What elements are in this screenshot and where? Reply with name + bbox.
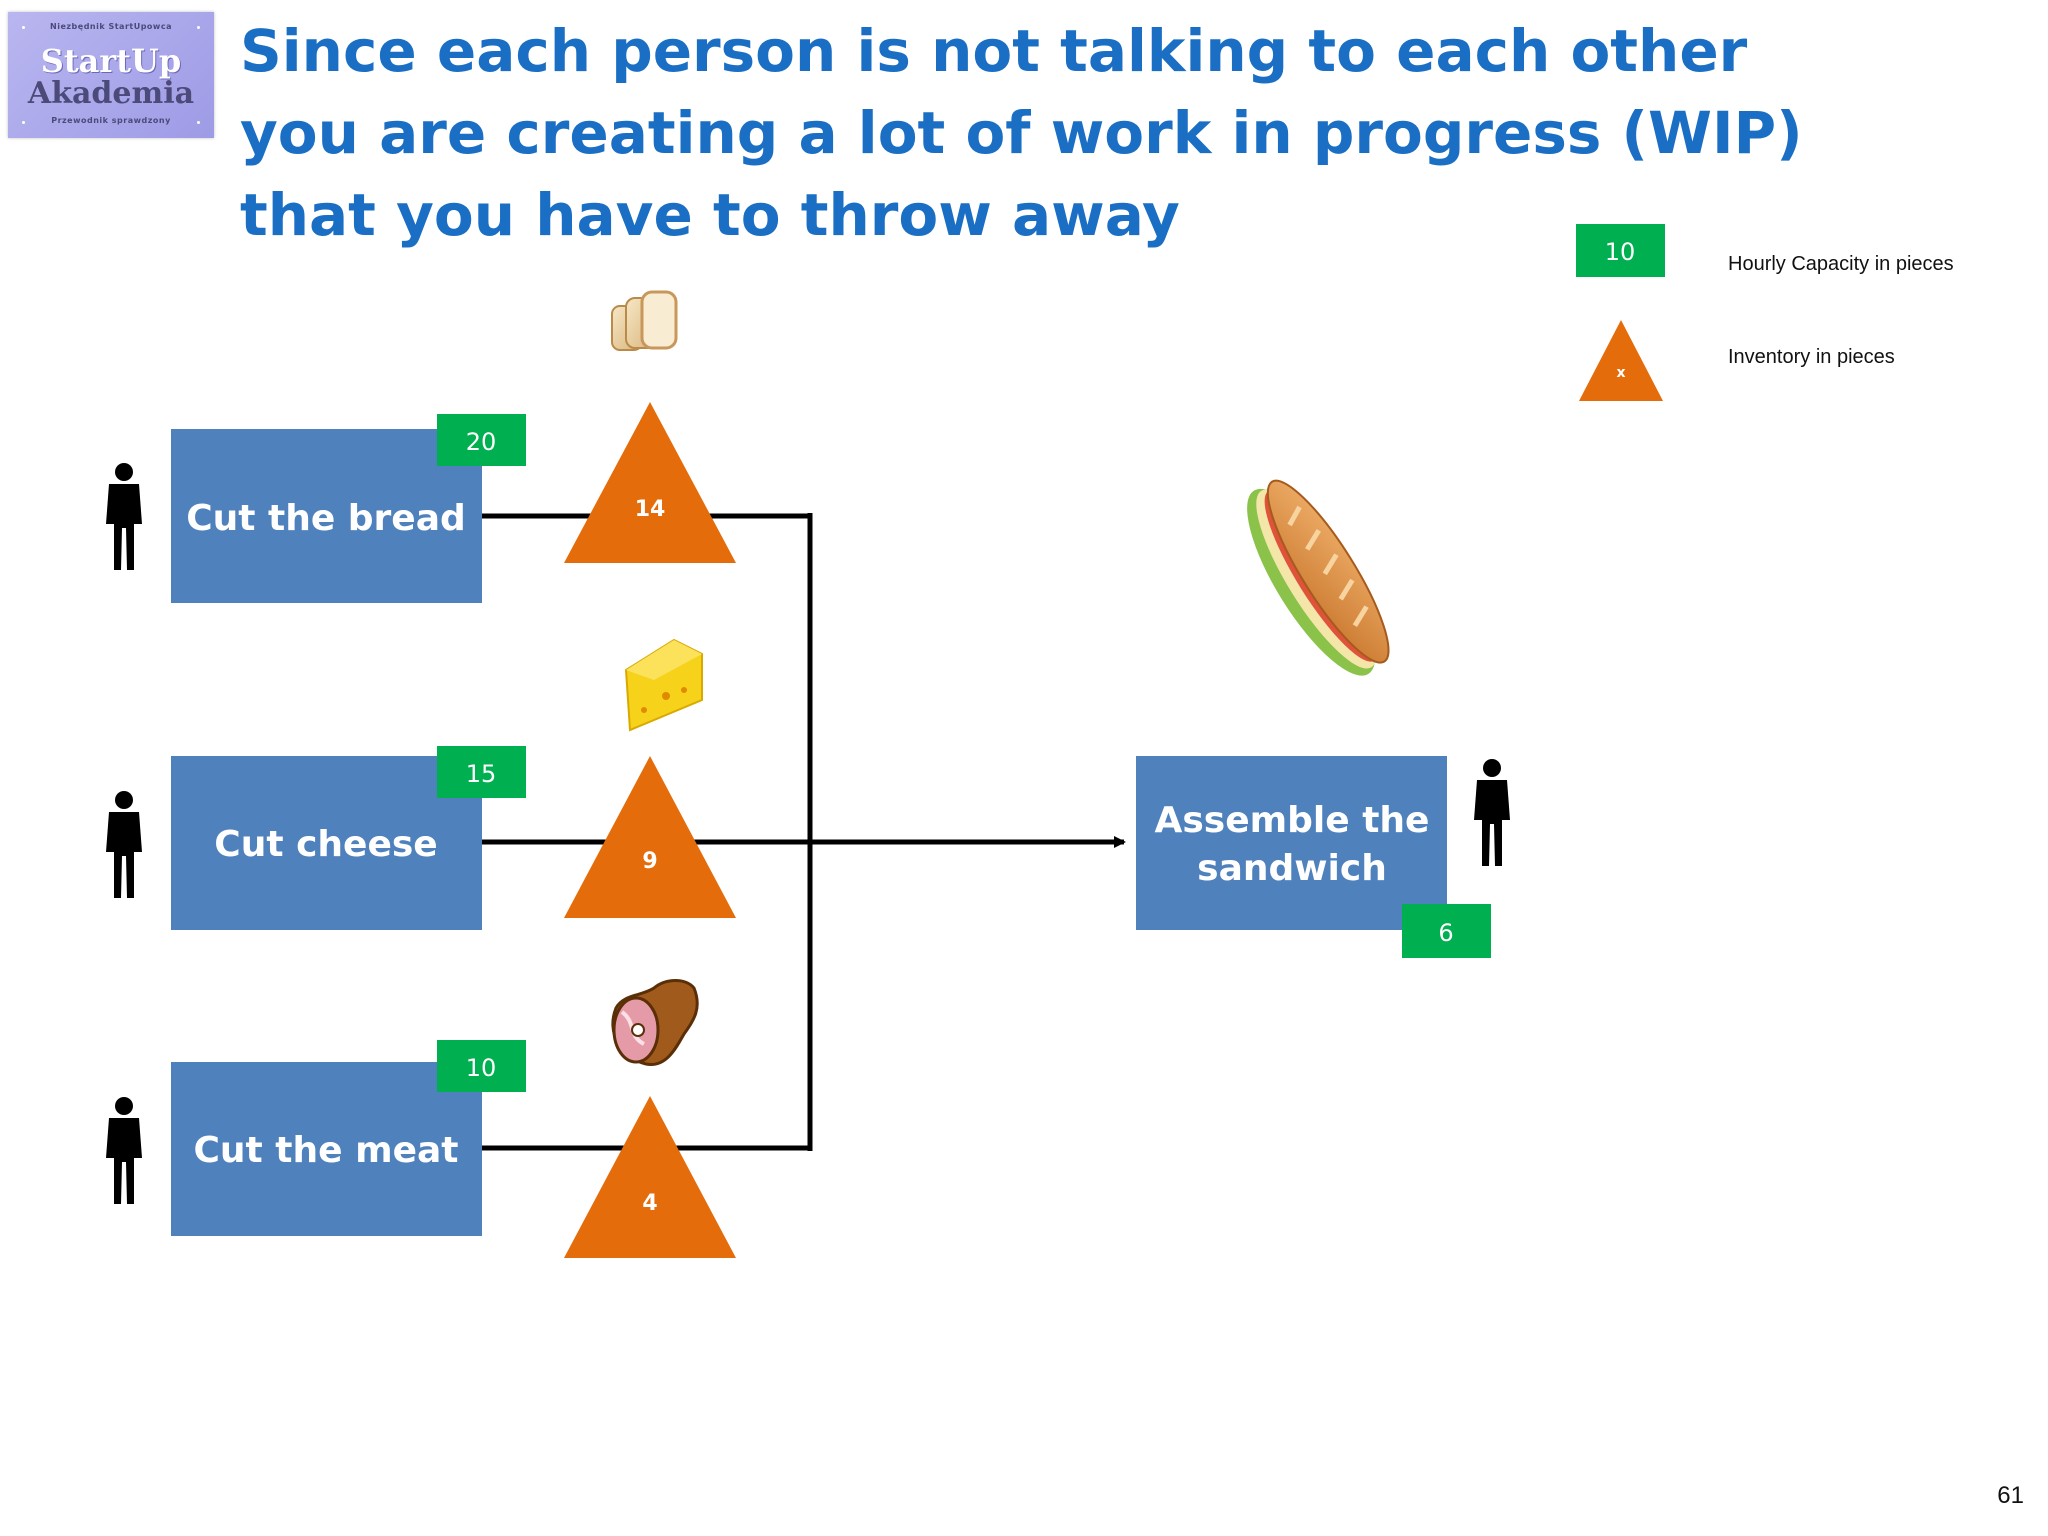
logo-word-startup: StartUp — [40, 42, 182, 80]
capacity-badge — [437, 414, 526, 466]
process-box-cut-the-meat — [171, 1062, 482, 1236]
process-label: Cut the meat — [193, 1130, 458, 1171]
legend-capacity-badge — [1576, 224, 1665, 277]
cheese-icon — [624, 638, 703, 732]
process-box-cut-the-bread — [171, 429, 482, 603]
logo-bottom-line: Przewodnik sprawdzony — [51, 116, 171, 125]
startup-akademia-logo: Niezbędnik StartUpowca StartUp Akademia … — [8, 12, 214, 138]
inventory-triangle — [564, 402, 736, 563]
bread-icon — [611, 290, 678, 351]
legend-inventory-text: Inventory in pieces — [1728, 346, 1895, 368]
capacity-badge — [437, 1040, 526, 1092]
ham-icon — [611, 979, 699, 1066]
slide-title: Since each person is not talking to each… — [240, 17, 1803, 249]
process-row-meat: Cut the meat 10 4 — [106, 979, 736, 1258]
inventory-value: 9 — [642, 849, 657, 874]
logo-word-akademia: Akademia — [27, 76, 195, 111]
worker-icon — [1474, 759, 1510, 866]
inventory-triangle — [564, 1096, 736, 1258]
inventory-value: 4 — [642, 1191, 657, 1216]
assembly-label-line1: Assemble the — [1155, 800, 1430, 841]
capacity-badge — [1402, 904, 1491, 958]
legend: 10 Hourly Capacity in pieces x Inventory… — [1576, 224, 1954, 401]
legend-capacity-value: 10 — [1605, 238, 1636, 266]
capacity-badge — [437, 746, 526, 798]
page-number: 61 — [1997, 1482, 2024, 1509]
worker-icon — [106, 791, 142, 898]
process-row-cheese: Cut cheese 15 9 — [106, 638, 736, 930]
legend-inventory-value: x — [1616, 365, 1625, 381]
process-box-cut-cheese — [171, 756, 482, 930]
capacity-value: 6 — [1438, 919, 1453, 947]
legend-inventory-triangle — [1579, 320, 1663, 401]
logo-top-line: Niezbędnik StartUpowca — [50, 22, 172, 31]
legend-capacity-text: Hourly Capacity in pieces — [1728, 253, 1954, 275]
assembly-station: Assemble the sandwich 6 — [1136, 479, 1510, 958]
worker-icon — [106, 1097, 142, 1204]
process-label: Cut the bread — [186, 498, 466, 539]
capacity-value: 10 — [466, 1054, 497, 1082]
inventory-triangle — [564, 756, 736, 918]
connector-lines — [482, 513, 1126, 1151]
process-label: Cut cheese — [214, 824, 437, 865]
worker-icon — [106, 463, 142, 570]
capacity-value: 15 — [466, 760, 497, 788]
sandwich-icon — [1247, 479, 1390, 676]
process-row-bread: Cut the bread 20 14 — [106, 290, 736, 603]
capacity-value: 20 — [466, 428, 497, 456]
process-box-assemble — [1136, 756, 1447, 930]
inventory-value: 14 — [635, 497, 666, 522]
assembly-label-line2: sandwich — [1197, 848, 1387, 889]
